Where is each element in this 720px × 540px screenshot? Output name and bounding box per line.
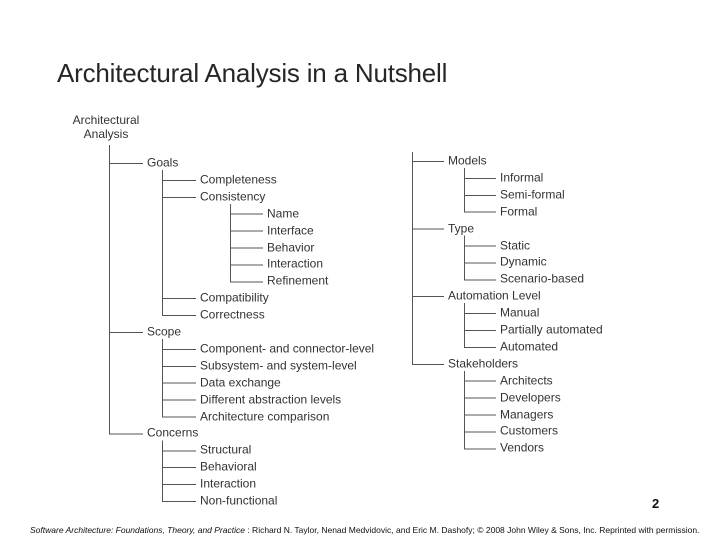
tree-node-label: Compatibility <box>200 290 269 305</box>
tree-node-label: Concerns <box>147 425 199 440</box>
tree-root-label: Architectural Analysis <box>60 113 152 141</box>
tree-node-label: Dynamic <box>500 254 547 269</box>
tree-node-label: Type <box>448 221 475 236</box>
tree-node-label: Component- and connector-level <box>200 341 375 356</box>
tree-root-label-line1: Architectural <box>72 113 140 127</box>
page-number: 2 <box>652 496 660 511</box>
tree-node-label: Scenario-based <box>500 271 585 286</box>
tree-node-label: Architecture comparison <box>200 408 330 423</box>
footer-attribution: : Richard N. Taylor, Nenad Medvidovic, a… <box>244 525 700 535</box>
tree-node-label: Automation Level <box>448 288 541 303</box>
tree-node-label: Goals <box>147 155 179 170</box>
tree-node-label: Informal <box>500 170 544 185</box>
tree-node-label: Consistency <box>200 189 266 204</box>
tree-node-label: Completeness <box>200 172 277 187</box>
tree-node-label: Formal <box>500 204 538 219</box>
tree-node-label: Customers <box>500 423 559 438</box>
tree-node-label: Managers <box>500 406 554 421</box>
tree-node-label: Behavior <box>267 239 315 254</box>
tree-node-label: Vendors <box>500 440 545 455</box>
tree-node-label: Semi-formal <box>500 187 565 202</box>
tree-node-label: Data exchange <box>200 375 281 390</box>
tree-node-label: Subsystem- and system-level <box>200 358 357 373</box>
tree-node-label: Interaction <box>267 256 324 271</box>
tree-root-label-line2: Analysis <box>83 127 129 141</box>
tree-node-label: Correctness <box>200 307 265 322</box>
tree-node-label: Behavioral <box>200 459 257 474</box>
tree-node-label: Scope <box>147 324 182 339</box>
tree-node-label: Static <box>500 237 531 252</box>
tree-node-label: Manual <box>500 305 540 320</box>
tree-node-label: Refinement <box>267 273 329 288</box>
slide-title: Architectural Analysis in a Nutshell <box>57 58 448 88</box>
tree-node-label: Non-functional <box>200 493 278 508</box>
tree-node-label: Automated <box>500 339 559 354</box>
footer-book-title: Software Architecture: Foundations, Theo… <box>30 525 245 535</box>
tree-node-label: Structural <box>200 442 252 457</box>
tree-node-label: Name <box>267 206 300 221</box>
tree-node-label: Different abstraction levels <box>200 392 342 407</box>
tree-node-label: Interaction <box>200 476 257 491</box>
tree-node-label: Interface <box>267 223 314 238</box>
tree-node-label: Models <box>448 153 487 168</box>
tree-node-label: Developers <box>500 390 561 405</box>
tree-node-label: Stakeholders <box>448 356 519 371</box>
tree-node-label: Partially automated <box>500 322 603 337</box>
footer-citation: Software Architecture: Foundations, Theo… <box>30 525 699 535</box>
tree-node-label: Architects <box>500 373 553 388</box>
